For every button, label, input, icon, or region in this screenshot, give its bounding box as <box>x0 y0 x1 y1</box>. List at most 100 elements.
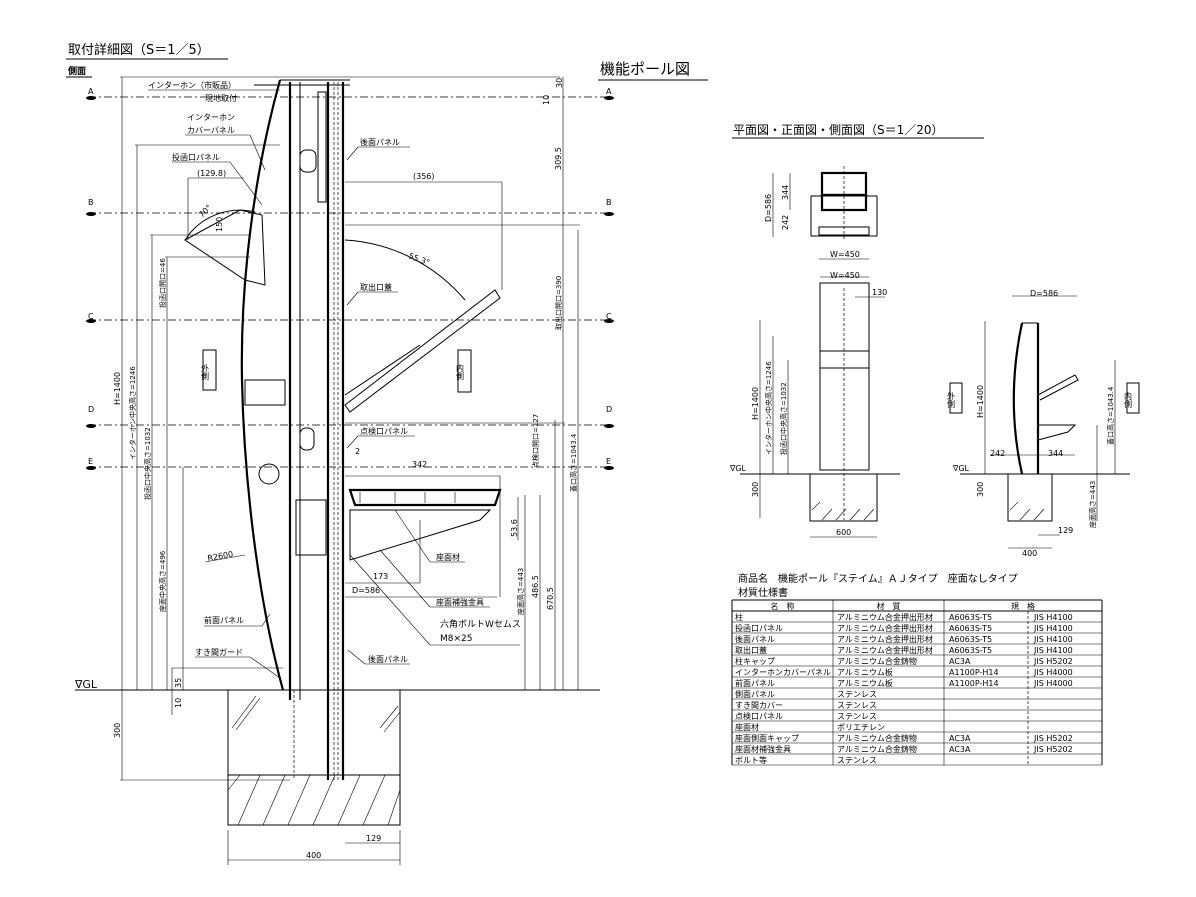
label-slot-panel: 投函口パネル <box>172 152 220 162</box>
seat <box>348 488 502 561</box>
table-cell-material: アルミニウム合金押出形材 <box>837 645 933 655</box>
label-intercom: インターホン（市販品） <box>148 80 236 90</box>
plan-dim-242: 242 <box>781 215 790 230</box>
gl-label: ∇GL <box>74 678 98 691</box>
side-dim-h1400: H=1400 <box>976 385 985 418</box>
dim-300: 300 <box>113 723 122 738</box>
table-cell-material: アルミニウム合金鋳物 <box>837 733 917 743</box>
table-cell-grade: A6063S-T5 <box>949 635 992 644</box>
table-cell-jis: JIS H5202 <box>1033 657 1073 666</box>
section-label-a-right: A <box>606 87 612 96</box>
side-outside-box <box>949 382 963 414</box>
dim-h1032: 投函口中央高さ=1032 <box>143 427 152 500</box>
side-dim-d586: D=586 <box>1030 289 1058 298</box>
label-front-panel: 前面パネル <box>204 615 244 625</box>
table-cell-jis: JIS H4000 <box>1033 679 1073 688</box>
side-label-inside: 内側 <box>1124 391 1133 408</box>
table-cell-grade: A6063S-T5 <box>949 646 992 655</box>
section-label-c: C <box>88 312 94 321</box>
dim-309-5: 309.5 <box>554 147 563 170</box>
dim-173: 173 <box>373 572 388 581</box>
table-cell-name: 柱 <box>735 612 743 622</box>
table-cell-name: 点検口パネル <box>735 711 783 721</box>
label-inspection-panel: 点検口パネル <box>360 426 408 436</box>
table-cell-jis: JIS H4100 <box>1033 624 1073 633</box>
table-cell-grade: A1100P-H14 <box>949 668 999 677</box>
side-gl: ∇GL <box>952 464 970 473</box>
dim-30: 30 <box>555 78 564 88</box>
lid-arm <box>344 344 421 396</box>
dim-35: 35 <box>174 678 183 688</box>
label-intercom-cover-panel: カバーパネル <box>187 126 235 135</box>
table-cell-name: 投函口パネル <box>735 623 783 633</box>
side-dim-300: 300 <box>976 482 985 497</box>
table-header-material: 材 質 <box>877 601 901 611</box>
table-cell-material: アルミニウム合金鋳物 <box>837 744 917 754</box>
table-cell-name: インターホンカバーパネル <box>735 668 831 677</box>
outlet-lid-arc <box>344 239 466 301</box>
dim-150: 150 <box>215 217 224 232</box>
dim-342: 342 <box>412 460 427 469</box>
label-bolt-size: M8×25 <box>440 634 472 644</box>
dim-10-top: 10 <box>542 95 551 105</box>
plan-dim-w450: W=450 <box>830 250 860 259</box>
section-label-b: B <box>88 198 94 207</box>
dim-open-46: 投函口開口=46 <box>158 258 167 308</box>
section-lines <box>86 96 614 470</box>
table-cell-material: アルミニウム合金押出形材 <box>837 634 933 644</box>
plan-view <box>772 166 878 260</box>
front-dim-h1246: インターホン中央高さ=1246 <box>764 361 773 455</box>
table-cell-grade: A1100P-H14 <box>949 679 999 688</box>
table-cell-material: アルミニウム板 <box>837 667 893 677</box>
front-panel-curve <box>240 79 285 691</box>
table-cell-material: アルミニウム合金鋳物 <box>837 656 917 666</box>
table-cell-material: ステンレス <box>837 690 877 699</box>
side-dim-344: 344 <box>1048 449 1063 458</box>
table-cell-name: 取出口蓋 <box>735 645 767 655</box>
label-back-panel: 後面パネル <box>360 137 400 147</box>
table-cell-grade: A6063S-T5 <box>949 624 992 633</box>
table-cell-name: 後面パネル <box>735 634 775 644</box>
table-cell-material: ステンレス <box>837 756 877 765</box>
section-label-d-right: D <box>606 405 612 414</box>
side-dim-h1043: 蓋口高さ=1043.4 <box>1106 386 1115 445</box>
label-seat-bracket: 座面補強金具 <box>436 597 484 607</box>
label-back-panel-2: 後面パネル <box>368 654 408 664</box>
front-view <box>740 276 900 538</box>
table-cell-name: ボルト等 <box>735 755 767 765</box>
label-intercom-onsite: 現地取付 <box>205 93 237 103</box>
table-cell-grade: AC3A <box>949 745 971 754</box>
table-cell-material: ポリエチレン <box>837 723 885 732</box>
dim-h496: 座面中央高さ=496 <box>158 550 167 612</box>
outside-box <box>202 349 217 391</box>
table-cell-name: すき間カバー <box>735 701 783 710</box>
section-label-c-right: C <box>606 312 612 321</box>
side-dim-129: 129 <box>1058 526 1073 535</box>
side-dim-h443: 座面高さ=443 <box>1088 481 1097 528</box>
table-cell-name: 座面材補強金具 <box>735 744 791 754</box>
table-cell-grade: AC3A <box>949 734 971 743</box>
table-cell-material: ステンレス <box>837 701 877 710</box>
table-cell-jis: JIS H5202 <box>1033 734 1073 743</box>
front-dim-w450: W=450 <box>830 271 860 280</box>
table-cell-jis: JIS H4100 <box>1033 613 1073 622</box>
front-dim-600: 600 <box>836 528 851 537</box>
dim-129-8: (129.8) <box>197 169 226 178</box>
dim-h1043: 蓋口高さ=1043.4 <box>569 433 578 492</box>
side-inside-box <box>1126 382 1140 414</box>
table-cell-name: 柱キャップ <box>735 656 775 666</box>
front-dim-h1400: H=1400 <box>751 387 760 420</box>
table-cell-material: アルミニウム合金押出形材 <box>837 623 933 633</box>
table-header-name: 名 称 <box>771 601 795 611</box>
inside-box <box>457 349 472 393</box>
table-cell-jis: JIS H4100 <box>1033 635 1073 644</box>
section-label-e: E <box>88 457 93 466</box>
dim-h1400: H=1400 <box>113 372 122 405</box>
detail-subtitle: 側面 <box>67 65 86 77</box>
section-label-b-right: B <box>606 198 612 207</box>
slot-flap <box>184 209 266 286</box>
dim-129: 129 <box>366 834 381 843</box>
section-label-a: A <box>88 87 94 96</box>
views-title: 平面図・正面図・側面図（S＝1／20） <box>733 123 944 137</box>
